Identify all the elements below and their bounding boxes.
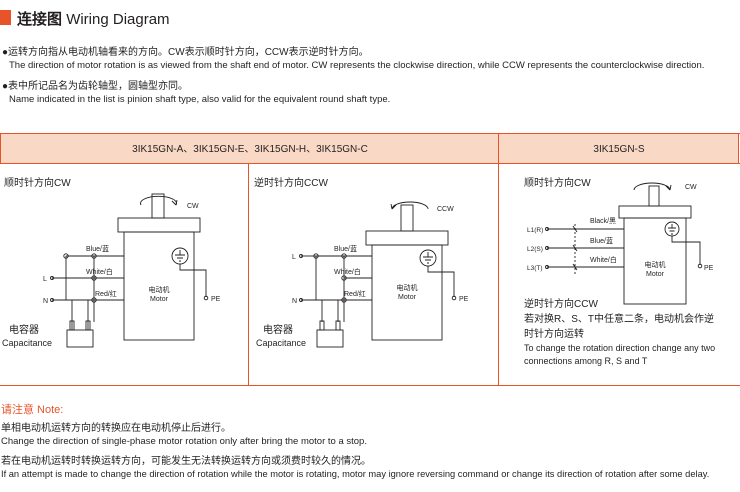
motor-flange <box>365 230 449 246</box>
pe-terminal <box>697 263 703 269</box>
rotation-arrowhead <box>665 184 672 191</box>
capacitor-box <box>316 329 344 348</box>
L-label: L <box>292 254 296 261</box>
3ph-heading: 顺时针方向CW <box>524 176 591 189</box>
cw-heading: 顺时针方向CW <box>4 176 71 189</box>
motor-flange <box>618 205 692 219</box>
N-label: N <box>43 298 48 305</box>
3ph-ccw-cn-2: 时针方向运转 <box>524 327 584 340</box>
L3-terminal <box>545 265 549 269</box>
L1-label: L1(R) <box>527 227 543 234</box>
black-label: Black/黑 <box>590 217 616 225</box>
col2-header: 3IK15GN-S <box>593 144 644 155</box>
red-label: Red/红 <box>95 289 117 298</box>
intro-line1-cn: ●运转方向指从电动机轴看来的方向。CW表示顺时针方向，CCW表示逆时针方向。 <box>2 47 369 58</box>
N-label: N <box>292 298 297 305</box>
3ph-rotation-label: CW <box>685 184 697 191</box>
motor-en: Motor <box>646 271 665 278</box>
col1-header: 3IK15GN-A、3IK15GN-E、3IK15GN-H、3IK15GN-C <box>132 144 368 155</box>
cap-en: Capacitance <box>256 338 306 348</box>
intro-line2-en: Name indicated in the list is pinion sha… <box>9 94 391 105</box>
cap-cn: 电容器 <box>9 323 39 336</box>
rotation-arc <box>140 195 177 206</box>
cap-pin-a <box>319 320 325 331</box>
3ph-ccw-heading: 逆时针方向CCW <box>524 297 598 310</box>
pe-wire <box>179 264 207 297</box>
blue-label: Blue/蓝 <box>86 244 109 253</box>
L3-label: L3(T) <box>527 265 543 272</box>
motor-cn: 电动机 <box>397 283 418 292</box>
motor-shaft <box>400 204 414 232</box>
motor-cn: 电动机 <box>149 285 170 294</box>
motor-body <box>623 217 687 305</box>
diagram-3phase: 顺时针方向CW CW PE 电动机 Motor Black/黑 Blue/蓝 W… <box>524 176 715 366</box>
white-label: White/白 <box>334 267 361 276</box>
title-cn: 连接图 <box>17 11 63 28</box>
note2-cn: 若在电动机运转时转换运转方向，可能发生无法转换运转方向或须费时较久的情况。 <box>1 456 371 467</box>
cap-lead-ends <box>71 322 89 330</box>
capacitor-box <box>66 329 94 348</box>
L-label: L <box>43 276 47 283</box>
title-en: Wiring Diagram <box>66 11 170 28</box>
L2-label: L2(S) <box>527 246 543 253</box>
cap-leads <box>321 300 339 322</box>
intro-line1-en: The direction of motor rotation is as vi… <box>9 60 705 71</box>
motor-flange <box>117 217 201 233</box>
cap-pin-a <box>69 320 75 331</box>
cap-pin-b <box>85 320 91 331</box>
L2-terminal <box>545 246 549 250</box>
motor-en: Motor <box>398 294 417 301</box>
intro-line2-cn: ●表中所记品名为齿轮轴型，圆轴型亦同。 <box>2 81 189 92</box>
white-label: White/白 <box>86 267 113 276</box>
diagram-cw: 顺时针方向CW CW PE 电动机 Motor Blue/蓝 White/白 R… <box>2 176 221 348</box>
diagram-ccw: 逆时针方向CCW CCW PE 电动机 Motor Blue/蓝 White/白… <box>254 176 469 348</box>
pe-terminal <box>203 295 209 301</box>
cw-rotation-label: CW <box>187 203 199 210</box>
rotation-arc <box>391 201 429 210</box>
notes-heading: 请注意 Note: <box>1 404 64 416</box>
white-label: White/白 <box>590 255 617 264</box>
pe-label: PE <box>704 265 714 272</box>
3ph-ccw-en-2: connections among R, S and T <box>524 356 648 366</box>
rotation-arrowhead <box>171 199 178 206</box>
motor-en: Motor <box>150 296 169 303</box>
note1-en: Change the direction of single-phase mot… <box>1 436 367 447</box>
pe-label: PE <box>211 296 221 303</box>
ccw-heading: 逆时针方向CCW <box>254 176 328 189</box>
ccw-rotation-label: CCW <box>437 206 454 213</box>
rotation-arc <box>633 182 671 191</box>
cap-en: Capacitance <box>2 338 52 348</box>
note1-cn: 单相电动机运转方向的转换应在电动机停止后进行。 <box>1 423 231 434</box>
note2-en: If an attempt is made to change the dire… <box>1 469 710 479</box>
rotation-arrowhead <box>390 203 397 210</box>
blue-label: Blue/蓝 <box>334 244 357 253</box>
blue-label: Blue/蓝 <box>590 236 613 245</box>
ground-bars-icon <box>175 250 185 262</box>
motor-body <box>371 244 443 341</box>
motor-cn: 电动机 <box>645 260 666 269</box>
cap-leads <box>71 300 89 322</box>
pe-terminal <box>451 295 457 301</box>
3ph-ccw-en-1: To change the rotation direction change … <box>524 343 715 353</box>
ground-bars-icon <box>668 224 676 235</box>
red-label: Red/红 <box>344 289 366 298</box>
motor-shaft <box>648 185 660 207</box>
cap-pin-b <box>335 320 341 331</box>
L1-terminal <box>545 227 549 231</box>
motor-body <box>123 231 195 341</box>
page-title: 连接图 Wiring Diagram <box>17 8 170 29</box>
pe-wire <box>427 266 455 297</box>
motor-shaft <box>151 193 165 219</box>
3ph-ccw-cn-1: 若对换R、S、T中任意二条，电动机会作逆 <box>524 312 714 325</box>
title-accent-bar <box>0 10 11 25</box>
cap-cn: 电容器 <box>263 323 293 336</box>
ground-bars-icon <box>423 252 433 264</box>
table-header-row <box>0 133 739 164</box>
pe-wire <box>671 236 701 265</box>
pe-label: PE <box>459 296 469 303</box>
